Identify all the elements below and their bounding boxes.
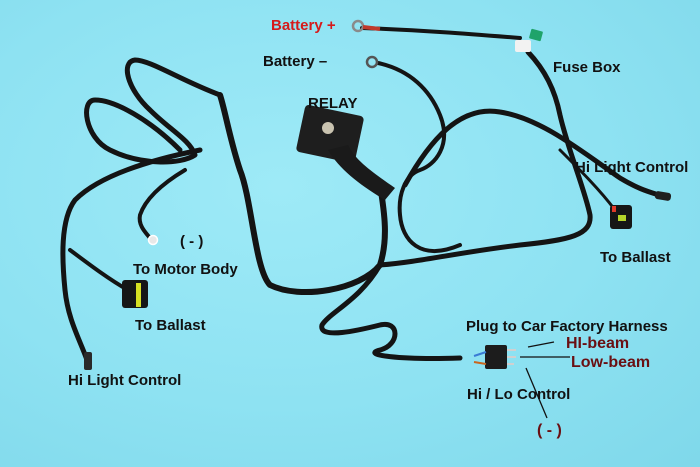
h4-plug [473,345,516,369]
left-main-wire [60,147,203,363]
right-hi-control-tip [654,191,672,201]
relay-module [296,105,395,200]
left-ballast-wire [68,248,130,292]
battery-positive-wire [360,26,522,40]
left-loop-wire-1 [84,57,223,165]
right-loop-wire [402,108,665,199]
battery-positive-terminal [351,19,381,33]
battery-negative-wire [376,61,462,253]
label-battery-negative: Battery – [263,53,328,70]
label-to-ballast-left: To Ballast [135,317,206,334]
leader-lines [520,341,570,419]
right-ballast-wire [558,148,617,212]
left-ballast-connector [122,280,148,308]
ground-ring-terminal [147,234,159,246]
fuse-box [515,28,543,52]
relay-tail-wire [217,92,388,296]
plug-wire [319,262,463,361]
battery-negative-terminal [365,55,379,69]
label-relay: RELAY [308,95,358,112]
label-plug-to-factory-harness: Plug to Car Factory Harness [466,318,668,335]
label-to-motor-body: To Motor Body [133,261,238,278]
label-hi-light-control-left: Hi Light Control [68,372,182,389]
label-low-beam: Low-beam [571,354,651,371]
label-fuse-box: Fuse Box [553,59,621,76]
label-to-ballast-right: To Ballast [600,249,671,266]
label-hi-lo-control: Hi / Lo Control [467,386,571,403]
left-hi-control-tip [84,352,92,370]
right-ballast-connector [610,205,632,229]
label-ground-left: ( - ) [180,233,204,250]
fuse-wire [377,49,593,268]
label-hi-beam: HI-beam [566,335,630,352]
label-ground-bottom: ( - ) [537,422,562,439]
label-battery-positive: Battery + [271,17,336,34]
ground-wire [137,168,187,240]
label-hi-light-control-right: Hi Light Control [575,159,689,176]
